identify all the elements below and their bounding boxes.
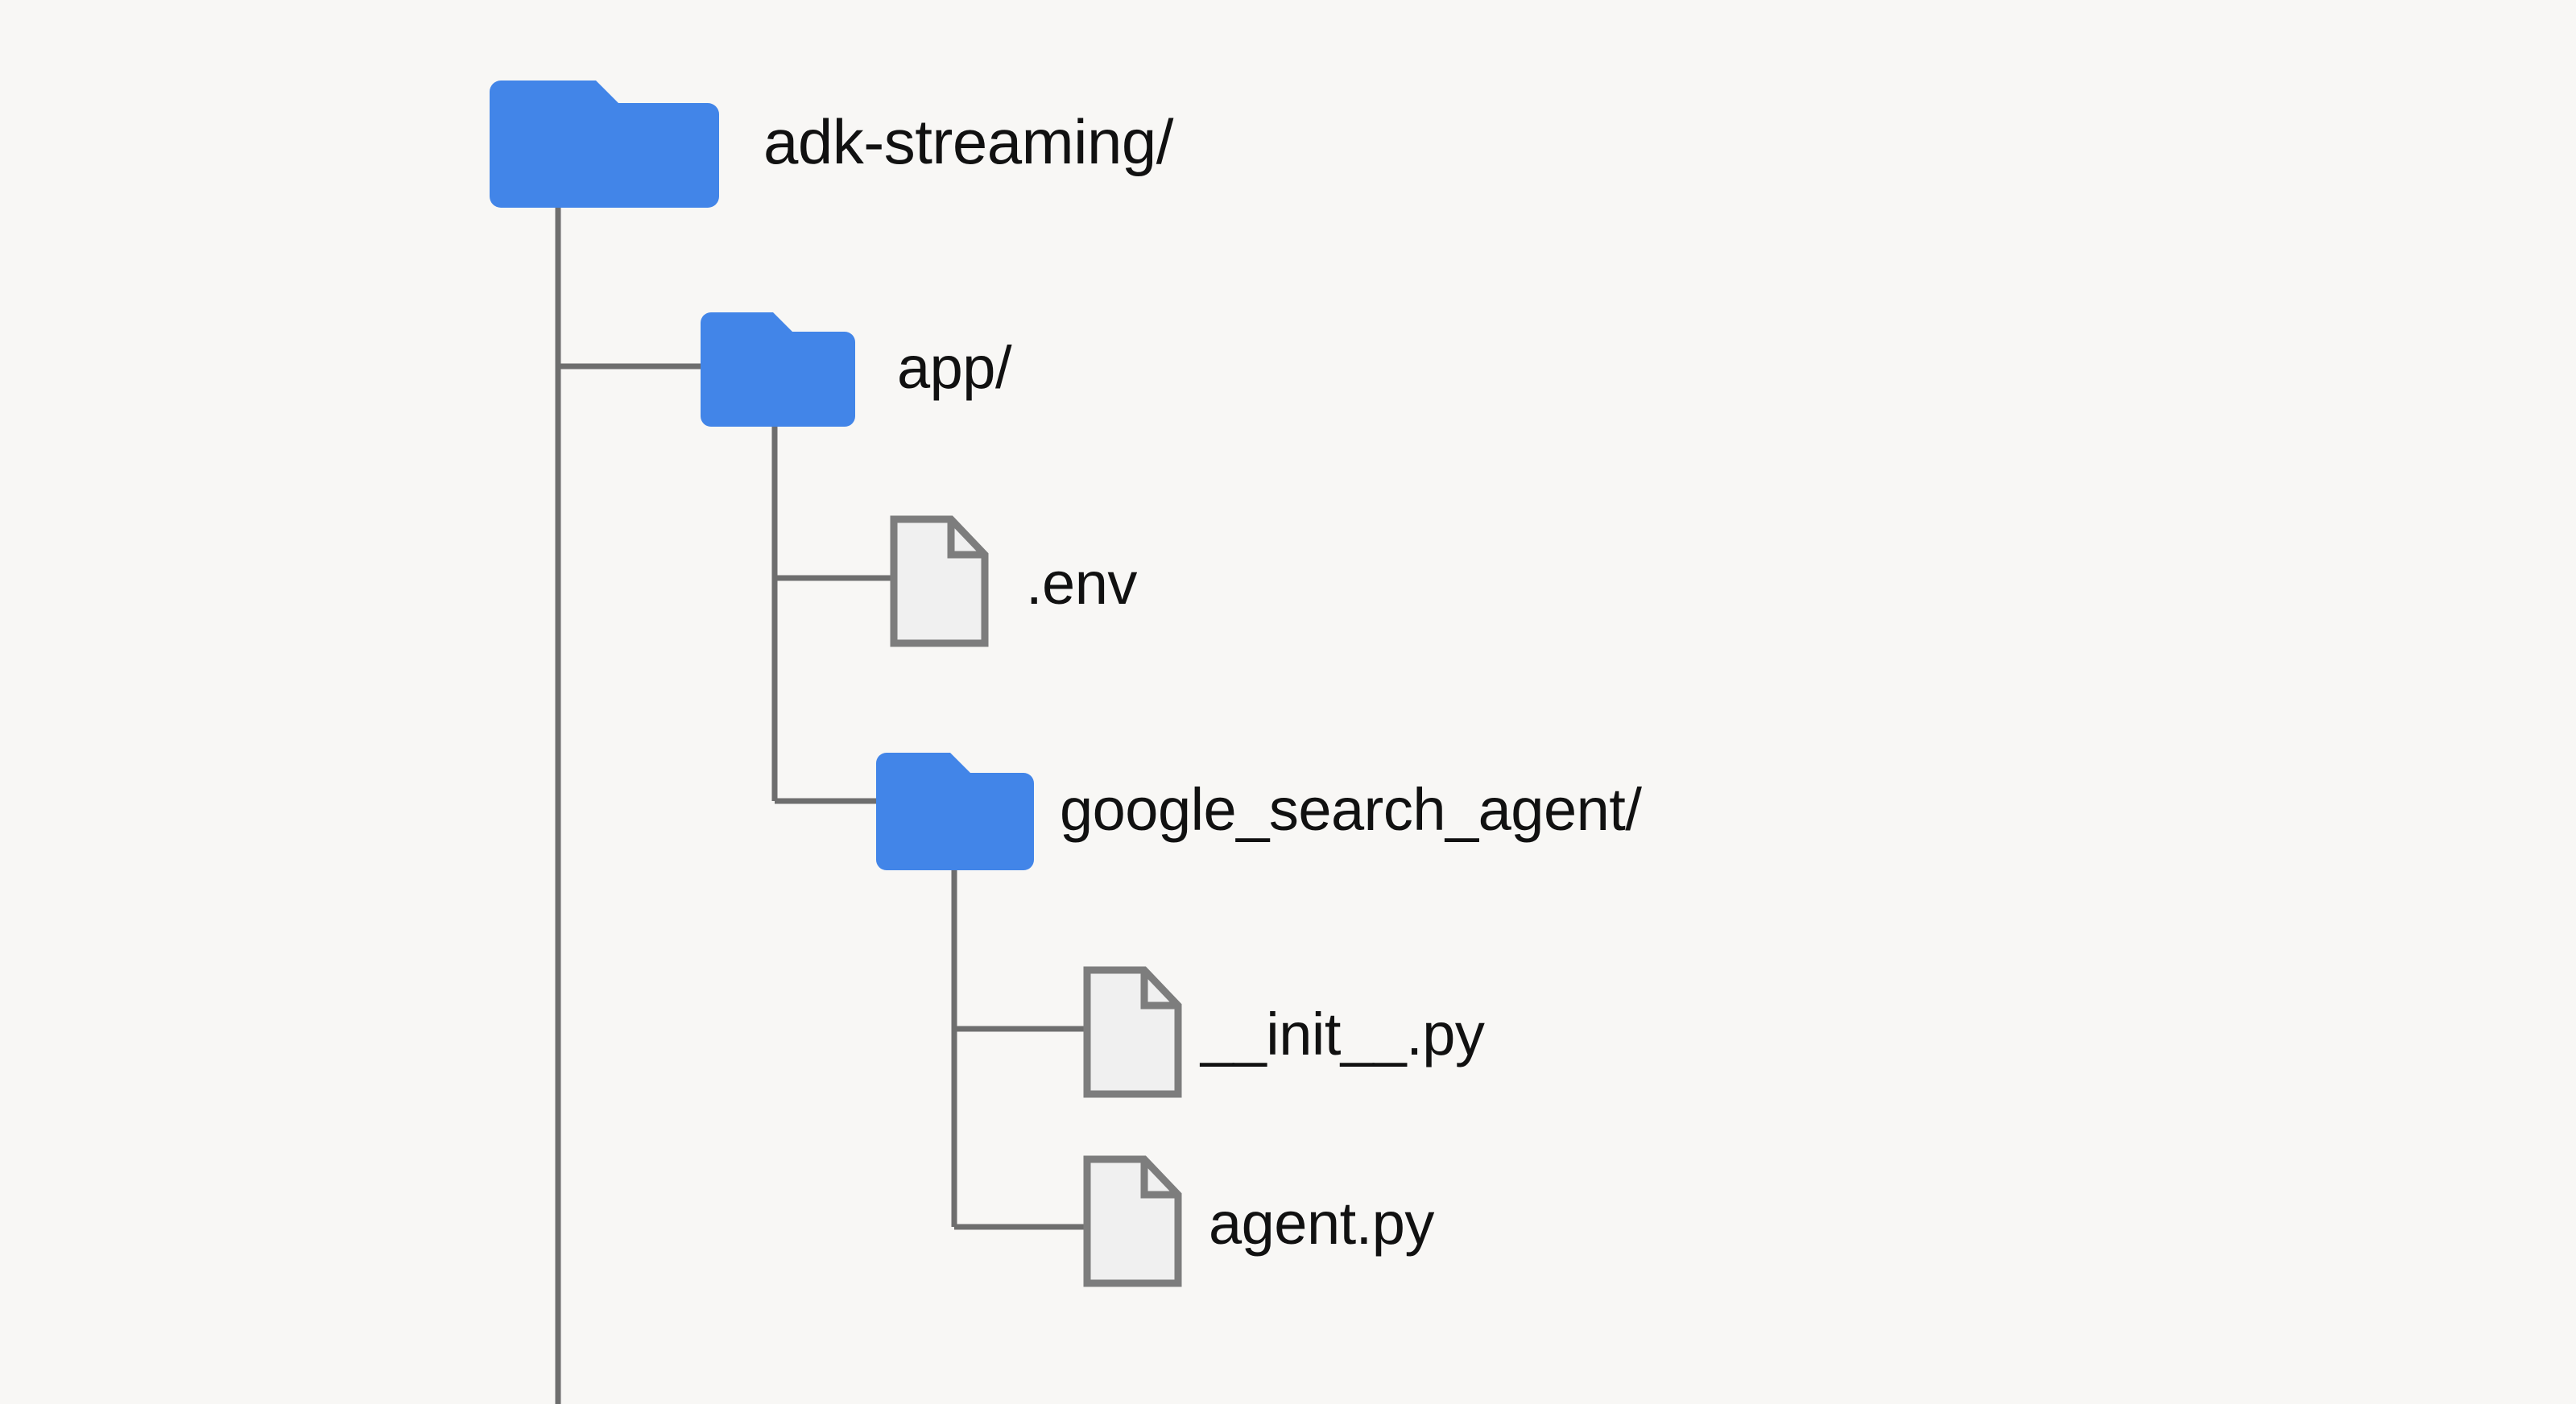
- tree-node-label: adk-streaming/: [763, 105, 1173, 177]
- tree-node-label: __init__.py: [1201, 1000, 1485, 1067]
- tree-node-label: .env: [1026, 549, 1137, 617]
- tree-node-init-py[interactable]: __init__.py: [1083, 966, 1485, 1102]
- tree-node-env[interactable]: .env: [890, 515, 1137, 651]
- tree-node-label: agent.py: [1209, 1189, 1434, 1257]
- tree-node-agent-py[interactable]: agent.py: [1083, 1155, 1434, 1291]
- tree-node-label: google_search_agent/: [1060, 775, 1642, 843]
- file-icon: [890, 515, 990, 651]
- folder-icon: [490, 71, 719, 212]
- tree-node-label: app/: [897, 333, 1012, 401]
- file-icon: [1083, 966, 1183, 1102]
- folder-icon: [876, 745, 1034, 874]
- tree-node-adk-streaming[interactable]: adk-streaming/: [490, 71, 1173, 212]
- tree-node-google-search-agent[interactable]: google_search_agent/: [876, 745, 1642, 874]
- tree-node-app[interactable]: app/: [701, 304, 1012, 431]
- folder-icon: [701, 304, 855, 431]
- file-icon: [1083, 1155, 1183, 1291]
